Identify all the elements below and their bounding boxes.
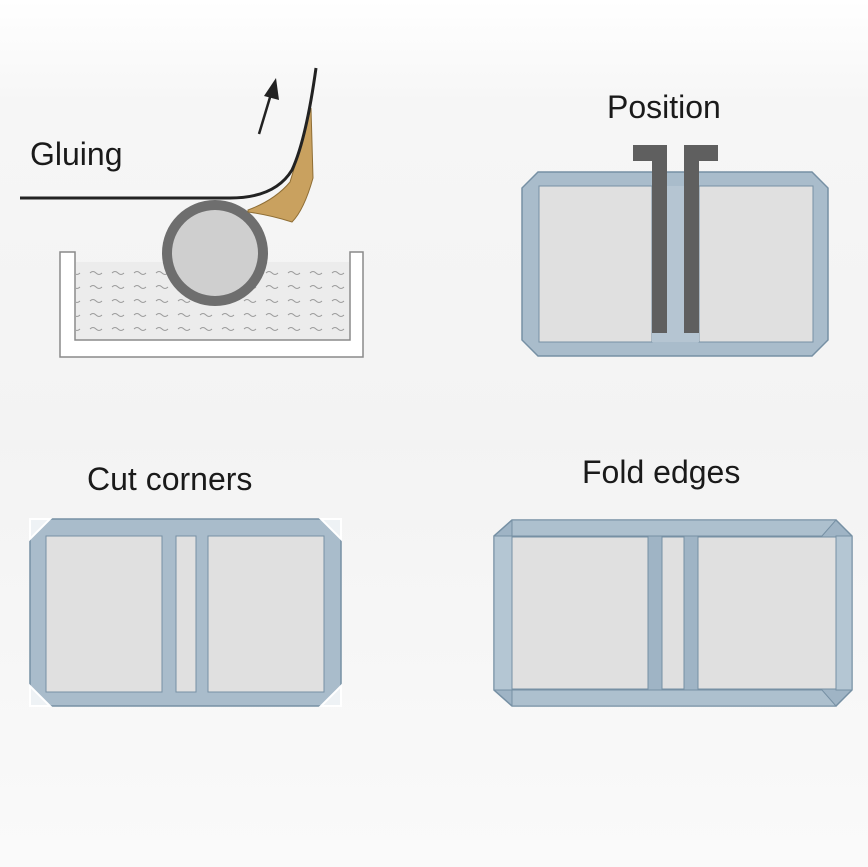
right-cover-board (698, 185, 814, 343)
clipped-corner (318, 518, 342, 542)
clipped-corner (29, 518, 53, 542)
left-cover-board (45, 535, 163, 693)
cut-corners-board (29, 518, 342, 707)
right-cover-board (697, 536, 837, 690)
folded-left-edge (493, 535, 513, 691)
position-label: Position (607, 89, 721, 125)
cut-corners-label: Cut corners (87, 461, 252, 497)
gluing-label: Gluing (30, 136, 123, 172)
fold-edges-step: Fold edges (493, 454, 853, 707)
position-board (521, 171, 829, 357)
clipped-corner (29, 683, 53, 707)
folded-top-edge (511, 519, 838, 537)
folded-right-edge (835, 535, 853, 691)
fold-edges-label: Fold edges (582, 454, 740, 490)
fold-edges-board (493, 519, 853, 707)
left-cover-board (511, 536, 649, 690)
folded-bottom-edge (511, 689, 838, 707)
spine-strip (661, 536, 685, 690)
paper-sheet (20, 67, 318, 200)
clipped-corner (318, 683, 342, 707)
cut-corners-step: Cut corners (29, 461, 342, 707)
pull-direction-arrow-icon (257, 78, 279, 135)
spine-strip (175, 535, 197, 693)
gluing-step: Gluing (20, 67, 364, 358)
right-cover-board (207, 535, 325, 693)
glue-film (247, 107, 314, 223)
left-cover-board (538, 185, 653, 343)
spine-guide-tool (633, 145, 718, 333)
position-step: Position (521, 89, 829, 357)
glue-roller (162, 200, 268, 306)
